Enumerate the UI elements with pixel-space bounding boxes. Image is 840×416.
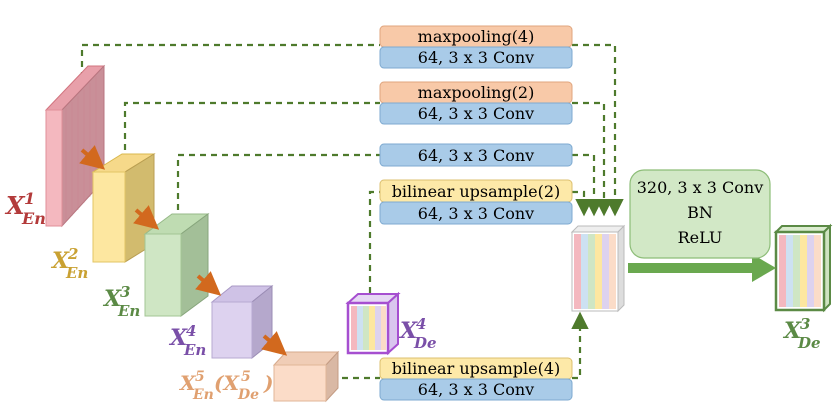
label-x4-base: X: [168, 325, 188, 351]
label-xde4-sub: De: [413, 334, 437, 352]
downsample-arrow-1: [79, 145, 106, 170]
downsample-arrows: [79, 145, 288, 356]
label-x3-sub: En: [117, 302, 140, 320]
downsample-arrow-4: [261, 331, 288, 356]
op-row-4: bilinear upsample(2) 64, 3 x 3 Conv: [379, 179, 573, 225]
downsample-arrow-2: [133, 205, 160, 230]
label-xde3: X 3 De: [782, 315, 821, 352]
connector-x1: [80, 43, 380, 78]
label-x5-paren-base: (X: [214, 371, 240, 395]
label-x5: X 5 En (X 5 De ): [178, 369, 273, 403]
fusion-line-2: BN: [687, 203, 713, 222]
label-x5-paren-close: ): [263, 371, 273, 395]
connector-row1-out: [572, 43, 624, 217]
conv-row2-label: 64, 3 x 3 Conv: [418, 104, 534, 123]
encoder-block-4: [210, 284, 274, 360]
label-xde3-base: X: [782, 318, 802, 344]
conv-row4-label: 64, 3 x 3 Conv: [418, 204, 534, 223]
downsample-arrow-3: [195, 271, 222, 296]
dashed-connectors: [80, 43, 624, 380]
label-x5-sup: 5: [195, 369, 205, 385]
encoder-block-3: [143, 213, 210, 317]
label-x5-paren-sup: 5: [241, 369, 251, 385]
op-row-2: maxpooling(2) 64, 3 x 3 Conv: [379, 81, 573, 125]
label-xde3-sup: 3: [800, 315, 810, 333]
connector-row5-out: [571, 311, 589, 380]
maxpooling-4-label: maxpooling(4): [418, 27, 535, 46]
connector-x3: [176, 153, 380, 210]
label-xde4-sup: 4: [416, 315, 426, 333]
label-x2: X 2 En: [50, 245, 88, 282]
op-row-3: 64, 3 x 3 Conv: [379, 143, 573, 167]
label-x5-base: X: [178, 371, 197, 395]
conv-row1-label: 64, 3 x 3 Conv: [418, 48, 534, 67]
fusion-line-1: 320, 3 x 3 Conv: [637, 178, 764, 197]
label-x2-sup: 2: [67, 245, 78, 263]
label-x3: X 3 En: [102, 283, 140, 320]
maxpooling-2-label: maxpooling(2): [418, 83, 535, 102]
label-xde3-sub: De: [797, 334, 821, 352]
label-x5-paren-sub: De: [237, 387, 259, 403]
label-x1-base: X: [4, 191, 26, 220]
label-xde4: X 4 De: [398, 315, 437, 352]
label-x4-sup: 4: [186, 322, 196, 340]
label-x5-sub: En: [192, 387, 214, 403]
label-x3-sup: 3: [120, 283, 130, 301]
fusion-line-3: ReLU: [678, 228, 723, 247]
upsample-2-label: bilinear upsample(2): [392, 182, 561, 201]
connector-x2: [123, 101, 380, 150]
conv-row5-label: 64, 3 x 3 Conv: [418, 380, 534, 399]
fusion-arrow: [628, 254, 776, 282]
label-x4-sub: En: [183, 341, 206, 359]
label-x3-base: X: [102, 286, 122, 312]
label-x1-sup: 1: [24, 189, 35, 208]
label-x1: X 1 En: [4, 189, 46, 228]
decoder-block-4: [345, 291, 401, 356]
connector-xde4: [368, 190, 380, 293]
decoder-block-3: [773, 223, 833, 313]
label-x4: X 4 En: [168, 322, 206, 359]
op-row-1: maxpooling(4) 64, 3 x 3 Conv: [379, 25, 573, 69]
connector-row2-out: [572, 101, 613, 217]
upsample-4-label: bilinear upsample(4): [392, 359, 561, 378]
connector-row4-out: [572, 190, 593, 217]
encoder-block-5: [272, 350, 340, 403]
connector-row3-out: [572, 153, 603, 217]
label-xde4-base: X: [398, 318, 418, 344]
fusion-box: 320, 3 x 3 Conv BN ReLU: [629, 169, 771, 259]
label-x2-base: X: [50, 248, 70, 274]
concat-block: [570, 224, 626, 313]
label-x1-sub: En: [21, 209, 46, 228]
conv-row3-label: 64, 3 x 3 Conv: [418, 146, 534, 165]
label-x2-sub: En: [65, 264, 88, 282]
op-row-5: bilinear upsample(4) 64, 3 x 3 Conv: [379, 357, 573, 401]
